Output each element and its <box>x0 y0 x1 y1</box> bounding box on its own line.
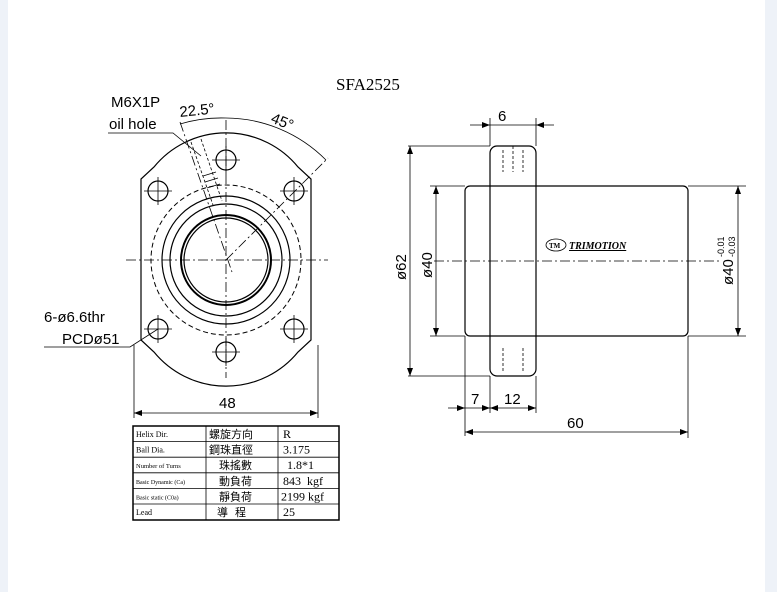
row-ball-value: 3.175 <box>283 443 310 457</box>
row-turns-zh: 珠搖數 <box>219 458 252 472</box>
front-view: 22.5° 45° M6X1P oil hole 6-ø6.6thr PCDø5… <box>44 94 329 418</box>
row-static-zh: 靜負荷 <box>219 489 252 503</box>
row-dynamic-zh: 動負荷 <box>219 474 252 488</box>
oil-hole-thread-label: M6X1P <box>111 94 160 111</box>
angle-22-label: 22.5° <box>179 100 216 121</box>
brand-name: TRIMOTION <box>569 241 627 252</box>
oil-hole-leader <box>108 132 202 157</box>
row-turns-value: 1.8*1 <box>287 458 314 472</box>
length-dimension: 60 <box>567 415 584 432</box>
width-dimension: 48 <box>219 395 236 412</box>
tolerance-upper: -0.01 <box>716 236 726 257</box>
table-grid <box>133 426 339 520</box>
oil-hole-axis <box>179 121 233 273</box>
body-diameter-dimension: ø40 <box>419 252 436 278</box>
tolerance-diameter: ø40 <box>720 259 737 285</box>
oil-hole-section <box>179 121 233 273</box>
side-view: TM TRIMOTION 6 ø62 ø40 ø40 -0.01 -0.03 <box>393 108 746 438</box>
angle-45-line <box>225 157 329 261</box>
row-dynamic-en: Basic Dynamic (Ca) <box>136 479 185 486</box>
row-lead-value: 25 <box>283 505 295 519</box>
brand-logo: TM TRIMOTION <box>545 238 627 252</box>
row-helix-zh: 螺旋方向 <box>209 427 253 441</box>
dim-7: 7 <box>471 391 479 408</box>
drawing-sheet: SFA2525 <box>8 0 765 592</box>
angle-45-label: 45° <box>269 110 296 134</box>
angle-45-arc <box>225 117 327 161</box>
row-lead-zh: 導 程 <box>217 505 246 519</box>
dim-arrows <box>457 405 536 411</box>
angle-22-arc <box>179 117 227 125</box>
row-ball-zh: 鋼珠直徑 <box>209 443 253 457</box>
pcd-label: PCDø51 <box>62 331 120 348</box>
thread-mark <box>204 177 219 183</box>
technical-drawing: SFA2525 <box>44 75 746 521</box>
oil-hole-edge <box>190 141 214 206</box>
oil-hole-label: oil hole <box>109 116 157 133</box>
row-helix-en: Helix Dir. <box>136 430 168 439</box>
flange-width-dimension: 6 <box>498 108 506 125</box>
drawing-title: SFA2525 <box>336 75 400 94</box>
oil-hole-edge <box>200 138 223 202</box>
thread-mark <box>206 183 221 189</box>
logo-mark: TM <box>549 242 561 250</box>
holes-leader <box>44 328 159 348</box>
row-turns-en: Number of Turns <box>136 463 181 470</box>
row-helix-value: R <box>283 427 291 441</box>
thread-mark <box>202 171 217 177</box>
holes-label: 6-ø6.6thr <box>44 309 105 326</box>
row-lead-en: Lead <box>136 508 152 517</box>
row-dynamic-value: 843 kgf <box>283 474 323 488</box>
logo-ellipse <box>545 238 567 252</box>
row-static-value: 2199 kgf <box>281 489 324 503</box>
flange-outline <box>140 132 312 387</box>
row-static-en: Basic static (C0a) <box>136 494 179 501</box>
tolerance-lower: -0.03 <box>727 236 737 257</box>
flange-diameter-dimension: ø62 <box>393 254 410 280</box>
spec-table: Helix Dir. 螺旋方向 R Ball Dia. 鋼珠直徑 3.175 N… <box>132 425 340 521</box>
dim-12: 12 <box>504 391 521 408</box>
row-ball-en: Ball Dia. <box>136 446 165 455</box>
